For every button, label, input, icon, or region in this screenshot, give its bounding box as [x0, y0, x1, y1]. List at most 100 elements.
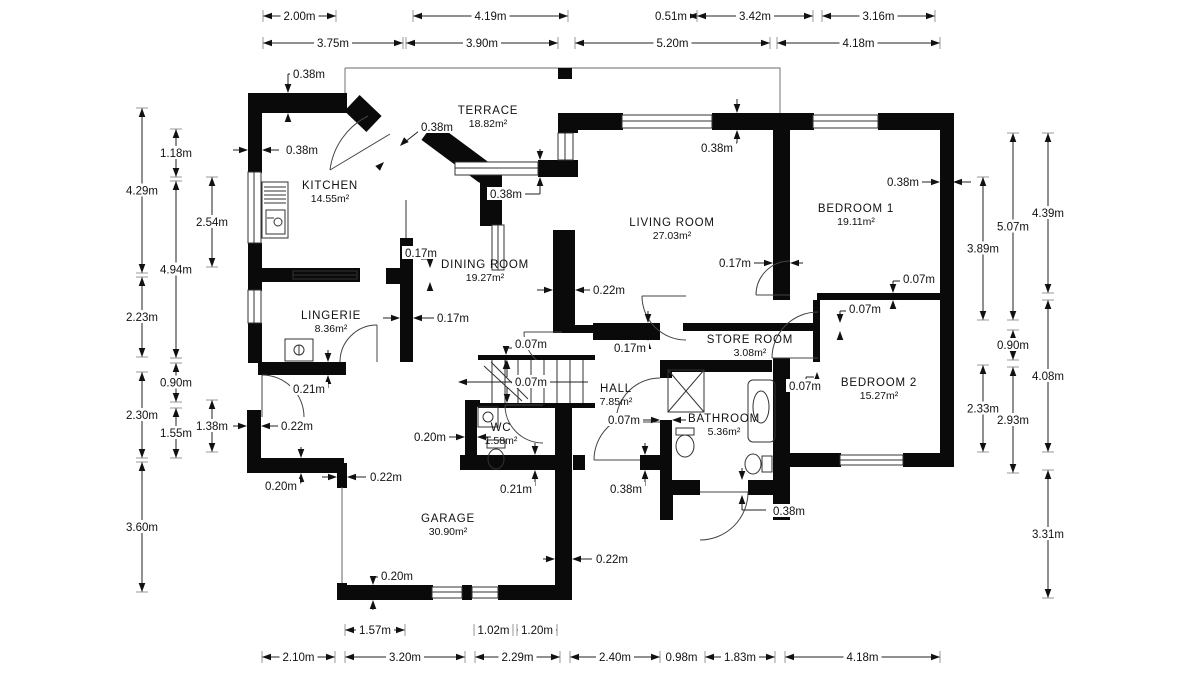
dimension-label: 4.08m	[1032, 371, 1064, 383]
label-backing	[884, 175, 922, 188]
annotation-label: 0.07m	[849, 304, 881, 316]
label-backing	[843, 650, 882, 663]
dimension-arrow-icon	[889, 284, 897, 293]
label-backing	[123, 183, 161, 197]
door	[504, 404, 544, 444]
dimension-label: 1.18m	[160, 148, 192, 160]
dimension-label: 1.02m	[478, 625, 510, 637]
annotation-label: 0.17m	[405, 248, 437, 260]
room-label: BEDROOM 119.11m²	[818, 203, 894, 228]
dimension-label: 2.00m	[284, 11, 316, 23]
dimension-label: 2.10m	[283, 652, 315, 664]
annotation: 0.22m	[537, 283, 628, 297]
dimension-arrow-icon	[503, 360, 511, 369]
dimension-arrow-icon	[426, 259, 434, 268]
dimension-arrow-icon	[369, 600, 377, 609]
dimension-label: 3.90m	[466, 38, 498, 50]
annotation: 0.21m	[497, 443, 539, 496]
dimension-arrow-icon	[394, 39, 403, 47]
annotation: 0.07m	[503, 360, 550, 403]
windows	[247, 114, 904, 599]
dimension-arrow-icon	[238, 422, 247, 430]
dimension-arrow-icon	[575, 39, 584, 47]
annotation: 0.21m	[290, 350, 332, 396]
dimension-arrow-icon	[1009, 311, 1017, 320]
kitchen-counter-icon	[292, 270, 358, 280]
label-backing	[846, 302, 884, 315]
dimension: 3.31m	[1029, 469, 1067, 599]
annotation-label: 0.38m	[286, 145, 318, 157]
label-backing	[418, 120, 456, 133]
annotation-label: 0.22m	[281, 421, 313, 433]
label-backing	[290, 382, 328, 395]
dimension: 3.42m	[696, 9, 814, 23]
annotation-label: 0.20m	[265, 481, 297, 493]
label-backing	[596, 650, 634, 663]
annotation-label: 0.38m	[490, 189, 522, 201]
dimension-arrow-icon	[375, 162, 384, 171]
dimension-arrow-icon	[262, 146, 271, 154]
annotation: 0.17m	[402, 246, 440, 291]
window	[454, 161, 539, 176]
annotation-label: 0.38m	[610, 484, 642, 496]
dimension: 2.33m	[964, 364, 1002, 453]
label-backing	[434, 311, 472, 324]
dimension-arrow-icon	[324, 375, 332, 384]
dimension-arrow-icon	[822, 12, 831, 20]
label-backing	[157, 262, 195, 276]
room-area-label: 14.55m²	[311, 193, 350, 205]
room-area-label: 1.58m²	[485, 435, 518, 447]
label-backing	[283, 143, 321, 156]
room-label: WC1.58m²	[485, 422, 518, 447]
annotation-label: 0.38m	[887, 177, 919, 189]
kitchen-unit-icon	[261, 181, 289, 239]
label-backing	[157, 375, 195, 389]
dimension: 5.07m	[994, 132, 1032, 321]
dimension: 4.19m	[412, 9, 569, 23]
window	[812, 114, 879, 129]
room-area-label: 27.03m²	[653, 230, 692, 242]
room-name-label: BEDROOM 1	[818, 203, 894, 215]
dimension-arrow-icon	[979, 311, 987, 320]
dimension-arrow-icon	[641, 446, 649, 455]
dimension-arrow-icon	[475, 653, 484, 661]
dimension-arrow-icon	[738, 471, 746, 480]
dimension-arrow-icon	[572, 555, 581, 563]
dimension: 4.18m	[784, 650, 941, 664]
room-name-label: LIVING ROOM	[629, 217, 714, 229]
dimension: 0.90m	[994, 329, 1032, 361]
bathtub-icon	[747, 379, 776, 443]
door	[329, 115, 391, 171]
terrace-post	[558, 68, 572, 79]
dimension-arrow-icon	[1044, 133, 1052, 142]
annotation: 0.22m	[543, 552, 631, 566]
dimension-label: 4.19m	[475, 11, 507, 23]
label-backing	[279, 650, 318, 663]
dimension-label: 3.31m	[1032, 529, 1064, 541]
room-area-label: 15.27m²	[860, 390, 899, 402]
wc-toilet-icon	[486, 439, 506, 470]
dimension-arrow-icon	[738, 495, 746, 504]
dimension: 4.18m	[776, 36, 941, 50]
dimension-label: 2.23m	[126, 312, 158, 324]
dimension-arrow-icon	[575, 286, 584, 294]
label-backing	[736, 9, 774, 22]
annotation-label: 0.07m	[903, 274, 935, 286]
dimension-arrow-icon	[138, 108, 146, 117]
dimension-arrow-icon	[1009, 133, 1017, 142]
dimension-label: 4.29m	[126, 186, 158, 198]
dimension-label: 5.20m	[657, 38, 689, 50]
dimension-arrow-icon	[413, 314, 422, 322]
dimension: 3.16m	[821, 9, 936, 23]
label-backing	[590, 283, 628, 296]
label-backing	[512, 375, 550, 388]
room-area-label: 3.08m²	[734, 347, 767, 359]
dimension: 4.94m	[157, 180, 195, 359]
annotation: 0.17m	[611, 311, 652, 355]
label-backing	[463, 36, 501, 49]
annotation-label: 0.17m	[719, 258, 751, 270]
label-backing	[786, 379, 824, 392]
dimension: 2.30m	[123, 371, 161, 459]
